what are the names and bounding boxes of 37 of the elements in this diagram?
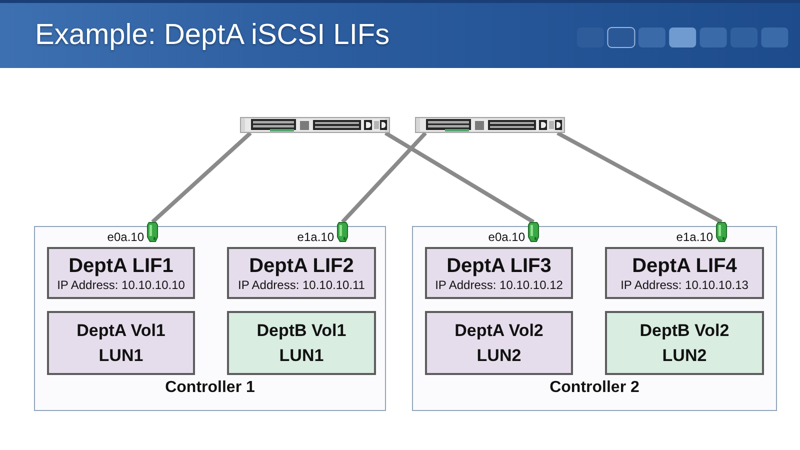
- volume-box: [227, 311, 376, 375]
- ip-address-text: IP Address: 10.10.10.13: [620, 278, 748, 292]
- lif-name: DeptA LIF3: [446, 254, 552, 278]
- volume-box: [605, 311, 764, 375]
- network-plug-icon: [147, 222, 158, 242]
- lif-box: [47, 247, 195, 299]
- network-plug-icon: [716, 222, 727, 242]
- controller-label: Controller 2: [550, 378, 640, 398]
- volume-label: DeptA Vol2 LUN2: [454, 320, 544, 367]
- network-plug-icon: [337, 222, 348, 242]
- volume-label: DeptB Vol1 LUN1: [256, 320, 347, 367]
- lif-name: DeptA LIF1: [68, 254, 174, 278]
- port-label: e1a.10: [676, 230, 713, 244]
- lif-box: [605, 247, 764, 299]
- lif-name: DeptA LIF2: [249, 254, 354, 278]
- port-label: e0a.10: [107, 230, 144, 244]
- controller-label: Controller 1: [165, 378, 255, 398]
- volume-label: DeptB Vol2 LUN2: [639, 320, 730, 367]
- lif-box: [425, 247, 573, 299]
- volume-box: [425, 311, 573, 375]
- cable-line: [384, 131, 535, 224]
- cable-line: [556, 131, 722, 224]
- volume-box: [47, 311, 195, 375]
- volume-label: DeptA Vol1 LUN1: [76, 320, 166, 367]
- ip-address-text: IP Address: 10.10.10.12: [435, 278, 563, 292]
- ip-address-text: IP Address: 10.10.10.11: [238, 278, 365, 292]
- port-label: e1a.10: [297, 230, 334, 244]
- ip-address-text: IP Address: 10.10.10.10: [57, 278, 185, 292]
- network-plug-icon: [528, 222, 539, 242]
- port-label: e0a.10: [488, 230, 525, 244]
- rack-switch-icon: [415, 117, 565, 133]
- lif-name: DeptA LIF4: [632, 254, 737, 278]
- lif-box: [227, 247, 376, 299]
- cable-line: [151, 132, 252, 224]
- slide-title: Example: DeptA iSCSI LIFs: [35, 18, 390, 52]
- rack-switch-icon: [240, 117, 390, 133]
- cable-line: [341, 132, 427, 224]
